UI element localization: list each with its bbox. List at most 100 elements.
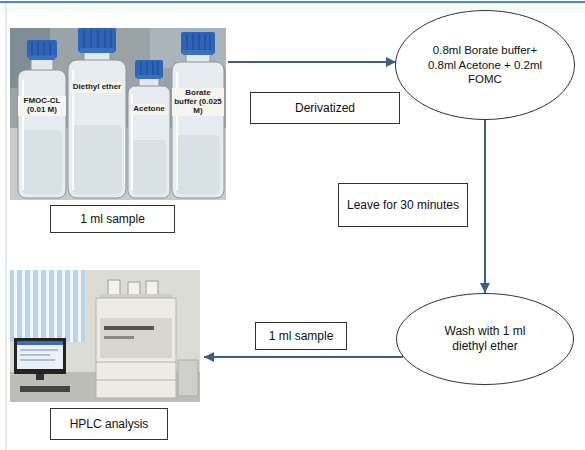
text-group: 0.8ml Borate buffer+ 0.8ml Acetone + 0.2… [424,43,546,86]
hplc-instrument-photo [14,270,81,342]
caption-box: HPLC analysis [50,408,168,440]
reagent-bottles-photo [10,28,226,200]
bottle [210,34,211,50]
flow-arrow [204,356,403,358]
hplc-unit [104,326,154,330]
text-group: Derivatized [295,101,355,116]
flow-arrow [228,61,396,63]
computer-monitor [17,341,63,369]
bottle [72,125,122,194]
bottle [80,48,114,53]
bottle [128,60,170,198]
bottle [18,70,66,198]
bottle [176,135,220,194]
bottle [68,28,126,198]
bottle-label: Acetone [131,104,167,115]
bottle [135,60,163,78]
bottle [199,34,200,50]
bottle [91,30,92,48]
computer-monitor [14,338,66,374]
node-text: 1 ml sample [80,212,145,227]
bottle [98,30,99,48]
bottle [32,42,33,56]
hplc-instrument-photo [14,270,17,342]
bottle [22,130,62,194]
text-group: 1 ml sample [269,329,334,344]
computer-monitor [20,360,55,361]
bottle [18,40,66,198]
step-label-box: 1 ml sample [255,322,347,350]
text-group: 1 ml sample [80,212,145,227]
bottle-label: Diethyl ether [71,82,123,93]
bottle [183,50,213,55]
computer-monitor [14,338,70,392]
bottle [158,62,159,75]
hplc-unit [178,360,198,396]
node-text: 0.8ml Borate buffer+ 0.8ml Acetone + 0.2… [424,43,546,86]
bottle [137,75,161,79]
hplc-unit [96,280,198,398]
hplc-instrument-photo [70,270,73,342]
bottle [105,30,106,48]
bottle [132,140,166,194]
bottle [193,34,194,50]
text-group: Wash with 1 ml diethyl ether [435,324,535,354]
bottle [141,62,142,75]
flow-arrow [484,120,486,293]
text-group: Leave for 30 minutes [347,198,459,213]
wash-ellipse: Wash with 1 ml diethyl ether [396,293,574,385]
hplc-instrument-photo [10,270,200,402]
side-rule [6,3,7,450]
bottle [29,55,55,60]
computer-monitor [20,350,58,351]
computer-monitor [20,355,50,356]
hplc-instrument-photo [10,270,200,402]
bottle [68,60,126,198]
bottle [50,42,51,56]
top-rule [0,1,585,3]
node-text: HPLC analysis [70,417,149,432]
step-label-box: Leave for 30 minutes [338,183,468,227]
hplc-unit [96,298,176,398]
bottle [147,62,148,75]
hplc-unit [104,336,134,339]
ellipse-outline [397,294,574,385]
node-text: Leave for 30 minutes [347,198,459,213]
hplc-instrument-photo [22,270,25,342]
bottle-label: FMOC-CL (0.01 M) [18,96,66,116]
caption-box: 1 ml sample [50,205,175,233]
hplc-instrument-photo [78,270,81,342]
hplc-unit [108,280,120,296]
bottle-label: Borate buffer (0.025 M) [172,88,224,116]
bottle [187,34,188,50]
node-text: Wash with 1 ml diethyl ether [435,324,535,354]
bottle [205,34,206,50]
bottle [153,62,154,75]
hplc-unit [128,282,140,296]
computer-monitor [17,341,63,345]
hplc-instrument-photo [38,270,41,342]
ellipse-outline [396,11,575,120]
bottle [38,42,39,56]
bottle [78,28,116,52]
hplc-unit [146,281,158,296]
bottle [172,32,224,198]
hplc-unit [96,362,176,363]
hplc-instrument-photo [30,270,33,342]
bottle [181,32,215,54]
hplc-instrument-photo [10,270,85,342]
hplc-unit [100,318,172,358]
hplc-unit [96,380,176,381]
step-label-box: Derivatized [250,92,400,124]
bottle [44,42,45,56]
bottle [172,62,224,198]
node-text: 1 ml sample [269,329,334,344]
computer-monitor [20,386,70,392]
bottle [111,30,112,48]
bottle [128,86,170,198]
hplc-instrument-photo [54,270,57,342]
node-text: Derivatized [295,101,355,116]
hplc-instrument-photo [62,270,65,342]
reagent-ellipse: 0.8ml Borate buffer+ 0.8ml Acetone + 0.2… [395,10,575,120]
